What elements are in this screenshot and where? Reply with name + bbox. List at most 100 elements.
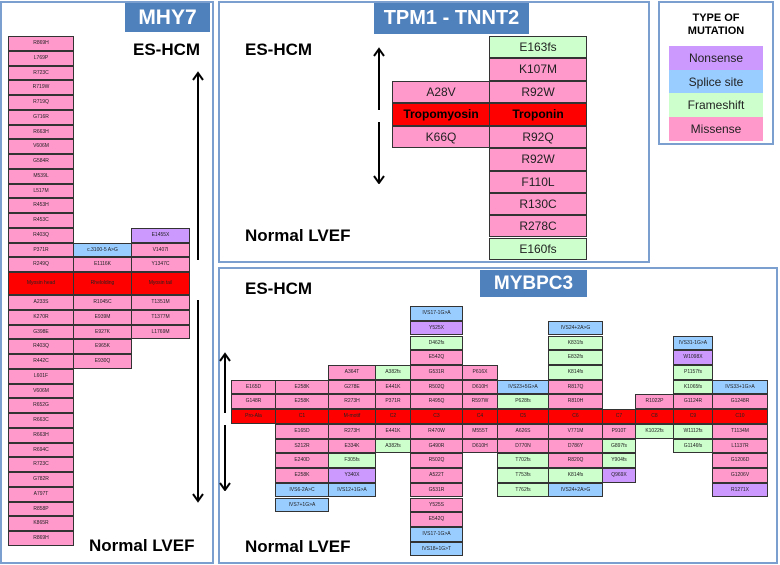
domain-cell: Rhelolding: [73, 272, 132, 295]
domain-cell: C7: [602, 409, 636, 424]
mutation-cell-missense: G278E: [328, 379, 376, 395]
domain-cell: M-motif: [328, 409, 376, 424]
mhy7-down-arrow: [192, 300, 204, 503]
mutation-cell-missense: R663H: [8, 427, 74, 443]
mutation-cell-missense: R820Q: [548, 453, 603, 469]
mutation-cell-frameshift: F305fs: [328, 453, 376, 469]
domain-cell: Tropomyosin: [392, 103, 490, 126]
mutation-cell-missense: M555T: [462, 424, 498, 439]
mutation-cell-missense: A28V: [392, 80, 490, 103]
mutation-cell-splice: IVS17-1G>A: [410, 526, 463, 542]
mutation-cell-missense: G1248R: [712, 394, 768, 409]
tpm1-tnnt2-title: TPM1 - TNNT2: [374, 3, 529, 34]
mutation-cell-missense: G584R: [8, 154, 74, 169]
mutation-cell-missense: D786Y: [548, 438, 603, 454]
mutation-cell-missense: V771M: [548, 424, 603, 439]
mutation-cell-missense: V1407I: [131, 242, 190, 258]
domain-cell: C10: [712, 409, 768, 424]
mutation-cell-missense: L769P: [8, 50, 74, 66]
mutation-cell-missense: G531R: [410, 482, 463, 498]
domain-cell: Myosin tail: [131, 272, 190, 295]
mutation-cell-frameshift: E160fs: [489, 237, 587, 260]
mutation-cell-missense: P371R: [8, 242, 74, 258]
mutation-cell-frameshift: K1065fs: [673, 379, 713, 395]
mutation-cell-splice: IVS23+5G>A: [497, 379, 549, 395]
mutation-cell-missense: R278C: [489, 215, 587, 238]
mutation-cell-missense: E165D: [231, 379, 276, 395]
mybpc3-title: MYBPC3: [480, 270, 587, 297]
mutation-cell-frameshift: E832fs: [548, 350, 603, 365]
mutation-cell-frameshift: T702fs: [497, 453, 549, 469]
domain-cell: C6: [548, 409, 603, 424]
mutation-cell-splice: IVS24+2A>G: [548, 320, 603, 336]
legend-item-frameshift: Frameshift: [669, 93, 763, 117]
domain-cell: C9: [673, 409, 713, 424]
legend-item-splice: Splice site: [669, 69, 763, 94]
domain-cell: C5: [497, 409, 549, 424]
mybpc3-es-hcm-label: ES-HCM: [245, 279, 313, 298]
mutation-cell-missense: T1377M: [131, 309, 190, 325]
mutation-cell-missense: A522T: [410, 468, 463, 483]
mutation-cell-missense: R723C: [8, 65, 74, 81]
mutation-cell-missense: M539L: [8, 168, 74, 184]
mutation-cell-missense: R869H: [8, 36, 74, 51]
mutation-cell-missense: A626S: [497, 424, 549, 439]
mutation-cell-missense: R1045C: [73, 295, 132, 310]
mutation-cell-missense: P910T: [602, 424, 636, 439]
mutation-cell-splice: IVS24+2A>G: [548, 482, 603, 498]
mutation-cell-missense: K270R: [8, 309, 74, 325]
mutation-cell-frameshift: A382fs: [375, 364, 411, 380]
mutation-cell-missense: G1124R: [673, 394, 713, 409]
mutation-cell-frameshift: K814fs: [548, 468, 603, 483]
mutation-cell-missense: R453H: [8, 198, 74, 213]
domain-cell: Troponin: [489, 103, 587, 126]
tpm-es-hcm-label: ES-HCM: [245, 40, 313, 59]
legend-item-nonsense: Nonsense: [669, 46, 763, 70]
mutation-cell-missense: R92W: [489, 148, 587, 171]
domain-cell: C1: [275, 409, 329, 424]
mutation-cell-missense: G490R: [410, 438, 463, 454]
mutation-cell-splice: IVS33+1G>A: [712, 379, 768, 395]
mutation-cell-missense: D610H: [462, 379, 498, 395]
tpm-down-arrow: [373, 122, 385, 184]
mutation-cell-frameshift: G897fs: [602, 438, 636, 454]
mutation-cell-frameshift: Y904fs: [602, 453, 636, 469]
mutation-cell-frameshift: W1112fs: [673, 424, 713, 439]
mutation-cell-missense: G1206V: [712, 468, 768, 483]
mutation-cell-missense: R92Q: [489, 126, 587, 149]
domain-cell: Myosin head: [8, 272, 74, 295]
mutation-cell-nonsense: Q969X: [602, 468, 636, 483]
mutation-cell-missense: R273H: [328, 394, 376, 409]
mutation-cell-missense: K865R: [8, 516, 74, 531]
mutation-cell-missense: R858P: [8, 501, 74, 517]
mutation-cell-frameshift: P628fs: [497, 394, 549, 409]
tpm-up-arrow: [373, 47, 385, 110]
mutation-cell-missense: R273H: [328, 424, 376, 439]
mutation-cell-missense: G148R: [231, 394, 276, 409]
mutation-cell-missense: A797T: [8, 486, 74, 502]
mutation-cell-missense: T1351M: [131, 295, 190, 310]
mutation-cell-missense: E930Q: [73, 354, 132, 369]
mutation-cell-splice: IVS6-2A>C: [275, 482, 329, 498]
mybpc3-normal-lvef-label: Normal LVEF: [245, 537, 351, 556]
mutation-cell-missense: R502Q: [410, 453, 463, 469]
domain-cell: C3: [410, 409, 463, 424]
mutation-cell-missense: A233S: [8, 295, 74, 310]
mutation-cell-frameshift: K831fs: [548, 335, 603, 351]
mutation-cell-frameshift: P1157fs: [673, 364, 713, 380]
mutation-cell-missense: R597W: [462, 394, 498, 409]
mutation-cell-missense: R719W: [8, 80, 74, 95]
mutation-cell-missense: A364T: [328, 364, 376, 380]
mutation-cell-nonsense: R1271X: [712, 482, 768, 498]
mutation-cell-missense: R495Q: [410, 394, 463, 409]
mutation-cell-splice: IVS7+1G>A: [275, 497, 329, 513]
mutation-cell-missense: P616X: [462, 364, 498, 380]
mutation-cell-nonsense: Y340X: [328, 468, 376, 483]
mutation-cell-missense: V606M: [8, 139, 74, 154]
mutation-cell-frameshift: A382fs: [375, 438, 411, 454]
mutation-cell-missense: E965K: [73, 339, 132, 354]
mybpc3-down-arrow: [219, 425, 231, 491]
domain-cell: C4: [462, 409, 498, 424]
mutation-cell-missense: R719Q: [8, 95, 74, 110]
mhy7-up-arrow: [192, 71, 204, 260]
